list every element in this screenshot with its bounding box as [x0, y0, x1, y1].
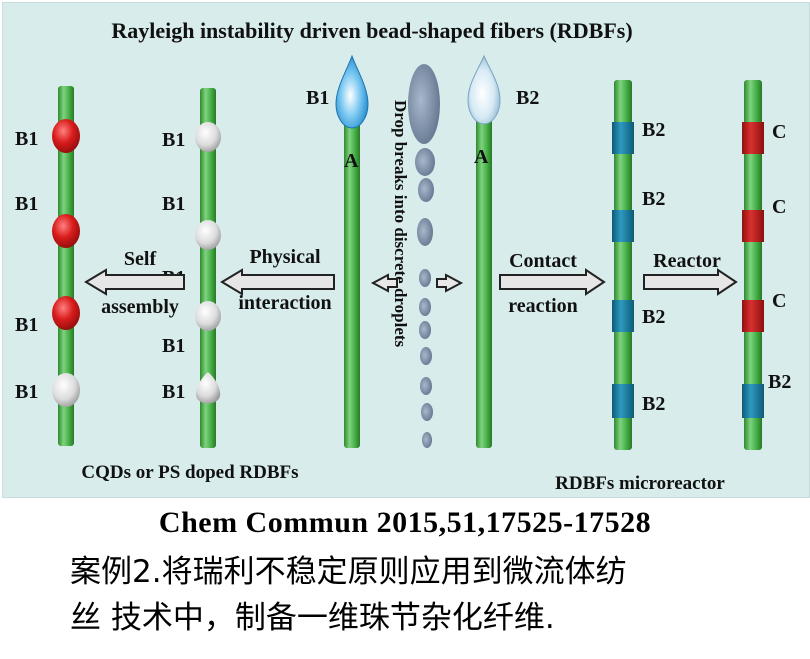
- droplet-large: [408, 64, 440, 144]
- droplet: [422, 432, 432, 448]
- bead-white-2: [195, 122, 221, 152]
- caption-line-1: 案例2.将瑞利不稳定原则应用到微流体纺: [70, 554, 627, 590]
- droplet: [419, 298, 431, 316]
- band-blue-2: [612, 210, 634, 242]
- arrow-physical-interaction: [220, 268, 335, 296]
- arrow-label: assembly: [101, 296, 179, 318]
- arrow-label: Physical: [249, 246, 321, 268]
- band-red-3: [742, 300, 764, 332]
- label-b2: B2: [516, 87, 539, 109]
- arrow-contact-reaction: [499, 268, 606, 296]
- arrow-label: reaction: [508, 295, 578, 317]
- bead-red-2: [52, 214, 80, 248]
- diagram-title: Rayleigh instability driven bead-shaped …: [111, 18, 632, 43]
- droplet-tip-b2: [467, 54, 501, 125]
- band-blue-4: [612, 384, 634, 418]
- droplet: [419, 321, 431, 339]
- label-b1: B1: [15, 193, 38, 215]
- label-b2: B2: [642, 188, 665, 210]
- diagram-panel: [2, 2, 810, 498]
- label-b1: B1: [15, 381, 38, 403]
- arrow-label: Contact: [509, 250, 577, 272]
- label-c: C: [772, 196, 786, 218]
- diagram: Rayleigh instability driven bead-shaped …: [15, 18, 791, 494]
- arrow-right-small: [436, 273, 464, 293]
- vertical-label: Drop breaks into discrete droplets: [391, 100, 410, 348]
- fiber-6: [744, 80, 762, 450]
- bead-white-1: [52, 373, 80, 407]
- label-c: C: [772, 121, 786, 143]
- fiber-1: [58, 86, 74, 446]
- arrow-self-assembly: [84, 268, 185, 296]
- arrow-reactor: [643, 268, 738, 296]
- bead-white-3: [195, 220, 221, 250]
- label-b1: B1: [162, 193, 185, 215]
- label-a: A: [344, 150, 359, 172]
- bead-red-1: [52, 119, 80, 153]
- droplet-tip-b1: [335, 54, 369, 129]
- label-b1: B1: [162, 381, 185, 403]
- band-blue-3: [612, 300, 634, 332]
- band-blue-5: [742, 384, 764, 418]
- caption-right: RDBFs microreactor: [555, 473, 725, 494]
- label-b2: B2: [642, 306, 665, 328]
- droplet: [417, 218, 433, 246]
- label-b1: B1: [162, 129, 185, 151]
- label-b1: B1: [15, 128, 38, 150]
- caption-left: CQDs or PS doped RDBFs: [81, 462, 298, 483]
- arrow-label: Reactor: [653, 250, 721, 272]
- bead-red-3: [52, 296, 80, 330]
- fiber-3: [344, 122, 360, 448]
- band-red-1: [742, 122, 764, 154]
- band-blue-1: [612, 122, 634, 154]
- droplet: [419, 269, 431, 287]
- droplet: [415, 148, 435, 176]
- bead-white-5: [195, 372, 221, 404]
- arrow-label: interaction: [238, 292, 331, 314]
- arrow-label: Self: [124, 248, 157, 270]
- band-red-2: [742, 210, 764, 242]
- droplet: [420, 377, 432, 395]
- bead-white-4: [195, 301, 221, 331]
- caption-line-2: 丝 技术中，制备一维珠节杂化纤维.: [70, 600, 555, 636]
- label-b1: B1: [15, 314, 38, 336]
- label-b2: B2: [642, 119, 665, 141]
- droplet: [418, 178, 434, 202]
- droplet: [420, 347, 432, 365]
- fiber-5: [614, 80, 632, 450]
- label-b2: B2: [642, 393, 665, 415]
- arrow-left-small: [370, 273, 398, 293]
- fiber-2: [200, 88, 216, 448]
- fiber-4: [476, 118, 492, 448]
- label-b1: B1: [162, 335, 185, 357]
- label-b2: B2: [768, 371, 791, 393]
- droplet: [421, 403, 433, 421]
- label-b1: B1: [306, 87, 329, 109]
- citation: Chem Commun 2015,51,17525-17528: [158, 506, 652, 539]
- label-c: C: [772, 290, 786, 312]
- label-a: A: [474, 146, 489, 168]
